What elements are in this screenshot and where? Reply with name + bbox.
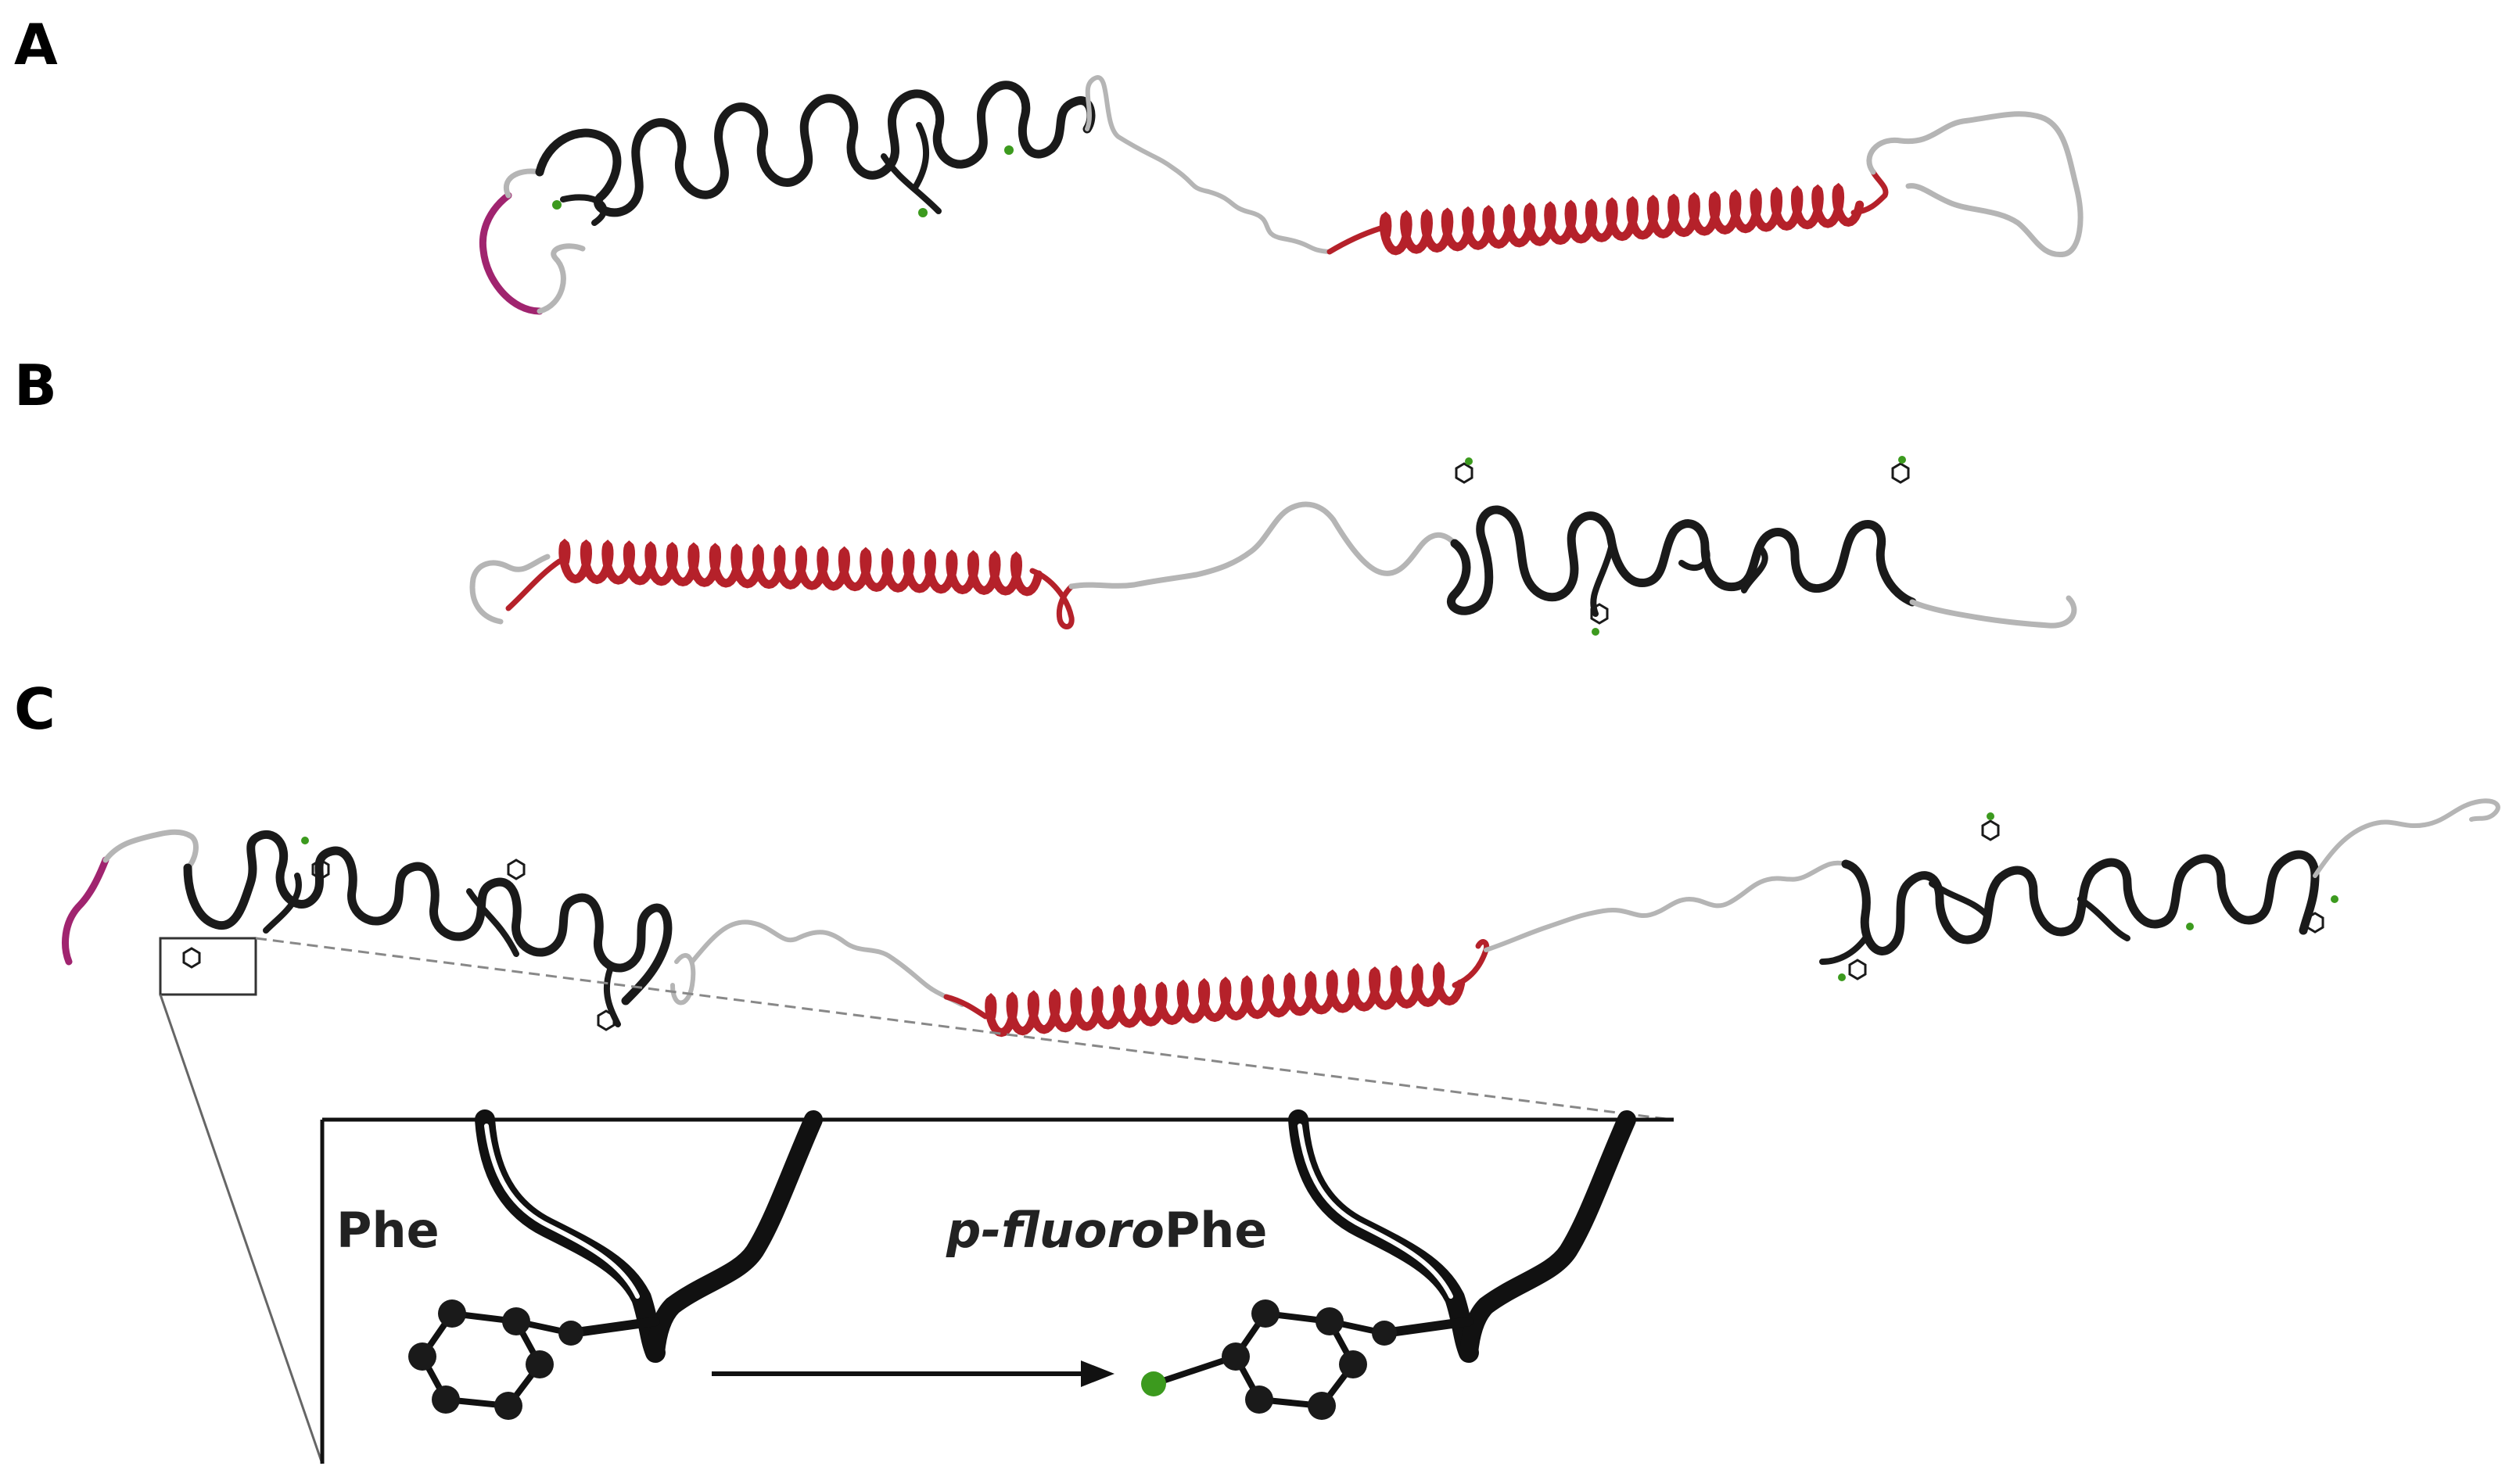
inset-phe-atom-4 (494, 1392, 522, 1420)
panel-b-fluorine-3 (1898, 456, 1906, 464)
inset-label-pfluoro-plain: Phe (1165, 1202, 1268, 1259)
panel-a-fluorine-2 (918, 208, 928, 217)
inset-pfphe-atom-1 (1251, 1299, 1280, 1328)
panel-label-c: C (14, 676, 56, 742)
panel-c-phe-ring-4 (182, 947, 201, 969)
panel-c-linker-mid-2 (1484, 860, 1848, 952)
panel-c-phe-ring-7 (2306, 912, 2324, 934)
inset-phe-ring (408, 1299, 583, 1420)
panel-a-terminus (479, 192, 544, 315)
panel-b-linker-end (1909, 595, 2077, 629)
inset-pfphe-atom-5 (1245, 1385, 1273, 1414)
inset-fluorine-atom (1141, 1371, 1166, 1396)
panel-a-helix (1379, 182, 1865, 256)
panel-b-structure (469, 456, 2077, 636)
zoom-guide-lower (159, 994, 324, 1464)
panel-c-phe-ring-1 (311, 858, 330, 880)
inset-label-pfluoro-italic: p-fluoro (946, 1202, 1165, 1259)
panel-b-phe-ring-3 (1891, 462, 1910, 484)
inset-pfphe-atom-3 (1339, 1350, 1367, 1378)
panel-label-a: A (14, 12, 58, 77)
panel-c-loop-region-2 (1841, 850, 2320, 955)
panel-c-phe-ring-5 (1981, 819, 2000, 841)
panel-c-fluorine-3 (2186, 923, 2194, 930)
inset-phe-atom-6 (408, 1342, 436, 1371)
panel-c-terminus (62, 856, 109, 966)
inset-pfphe-atom-6 (1222, 1342, 1250, 1371)
panel-c-phe-ring-2 (507, 858, 526, 880)
inset-pfphe-atom-beta (1372, 1321, 1397, 1346)
panel-a-fluorine-1 (552, 200, 562, 210)
panel-c-fluorine-1 (301, 837, 309, 844)
panel-a-loop-accent (560, 122, 942, 226)
panel-c-helix-cap-left (943, 994, 989, 1020)
panel-a-structure (479, 75, 2084, 315)
panel-b-phe-ring-2 (1590, 603, 1609, 625)
panel-c-fluorine-5 (2331, 895, 2339, 903)
panel-c-zoom-box (159, 937, 257, 996)
inset-backbone-left-loop-highlight (484, 1124, 640, 1299)
inset-phe-atom-1 (438, 1299, 466, 1328)
panel-a-helix-caps (1326, 169, 1889, 255)
panel-c-linker-start (102, 829, 199, 871)
panel-b-linker-start (469, 554, 551, 625)
panel-b-helix (558, 538, 1043, 597)
inset-backbone-right-loop-highlight (1298, 1124, 1453, 1299)
panel-a-linker-end (1866, 111, 2084, 257)
inset-arrow-head (1081, 1360, 1115, 1387)
panel-c-helix-cap-right (1452, 939, 1490, 988)
panel-c-fluorine-2 (1987, 812, 1994, 820)
inset-pfphe-atom-2 (1316, 1307, 1344, 1335)
panel-b-helix-cap-left (505, 558, 562, 611)
panel-c-fluorine-4 (1838, 973, 1846, 981)
inset-phe-atom-2 (502, 1307, 530, 1335)
panel-c-loop-accent-2 (1819, 880, 2130, 965)
panel-b-loop-region (1447, 505, 1917, 615)
inset-phe-atom-3 (526, 1350, 554, 1378)
panel-a-loop-region (535, 81, 1096, 217)
panel-c-helix (985, 961, 1466, 1038)
inset-backbone-right-arm (1459, 1110, 1636, 1362)
inset-sidechain-bond-left (566, 1317, 660, 1338)
panel-c-loop-accent-1 (263, 873, 621, 1027)
panel-a-fluorine-3 (1004, 145, 1014, 155)
panel-c-phe-ring-3 (597, 1009, 616, 1031)
panel-c-linker-mid-1 (690, 919, 964, 1007)
inset-pfphe-cf-bond (1152, 1353, 1237, 1387)
panel-c-structure (62, 798, 2500, 1464)
inset-label-phe: Phe (336, 1202, 440, 1259)
inset-label-pfluorophe: p-fluoroPhe (946, 1202, 1267, 1259)
inset-sidechain-bond-right (1380, 1317, 1473, 1338)
panel-c-loop-circle (670, 953, 696, 1005)
inset-pfluorophe-ring (1141, 1299, 1397, 1420)
inset-zoom-panel: Phe p-fluoroPhe (320, 1109, 1674, 1464)
inset-pfphe-atom-4 (1308, 1392, 1336, 1420)
panel-b-helix-cap-right (1029, 568, 1075, 629)
panel-b-fluorine-1 (1465, 457, 1473, 465)
panel-c-loop-region-1 (183, 830, 673, 1005)
panel-b-fluorine-2 (1592, 628, 1599, 636)
panel-a-linker-start (504, 168, 586, 314)
zoom-guide-upper (255, 937, 1673, 1121)
panel-b-linker-mid (1068, 501, 1458, 590)
panel-b-phe-ring-1 (1455, 462, 1473, 484)
inset-phe-atom-beta (558, 1321, 583, 1346)
panel-a-linker-mid (1085, 75, 1332, 254)
panel-c-linker-end (2313, 798, 2500, 878)
panel-label-b: B (14, 353, 57, 418)
inset-backbone-left-arm (646, 1110, 823, 1362)
inset-phe-atom-5 (432, 1385, 460, 1414)
panel-c-phe-ring-6 (1848, 959, 1867, 980)
